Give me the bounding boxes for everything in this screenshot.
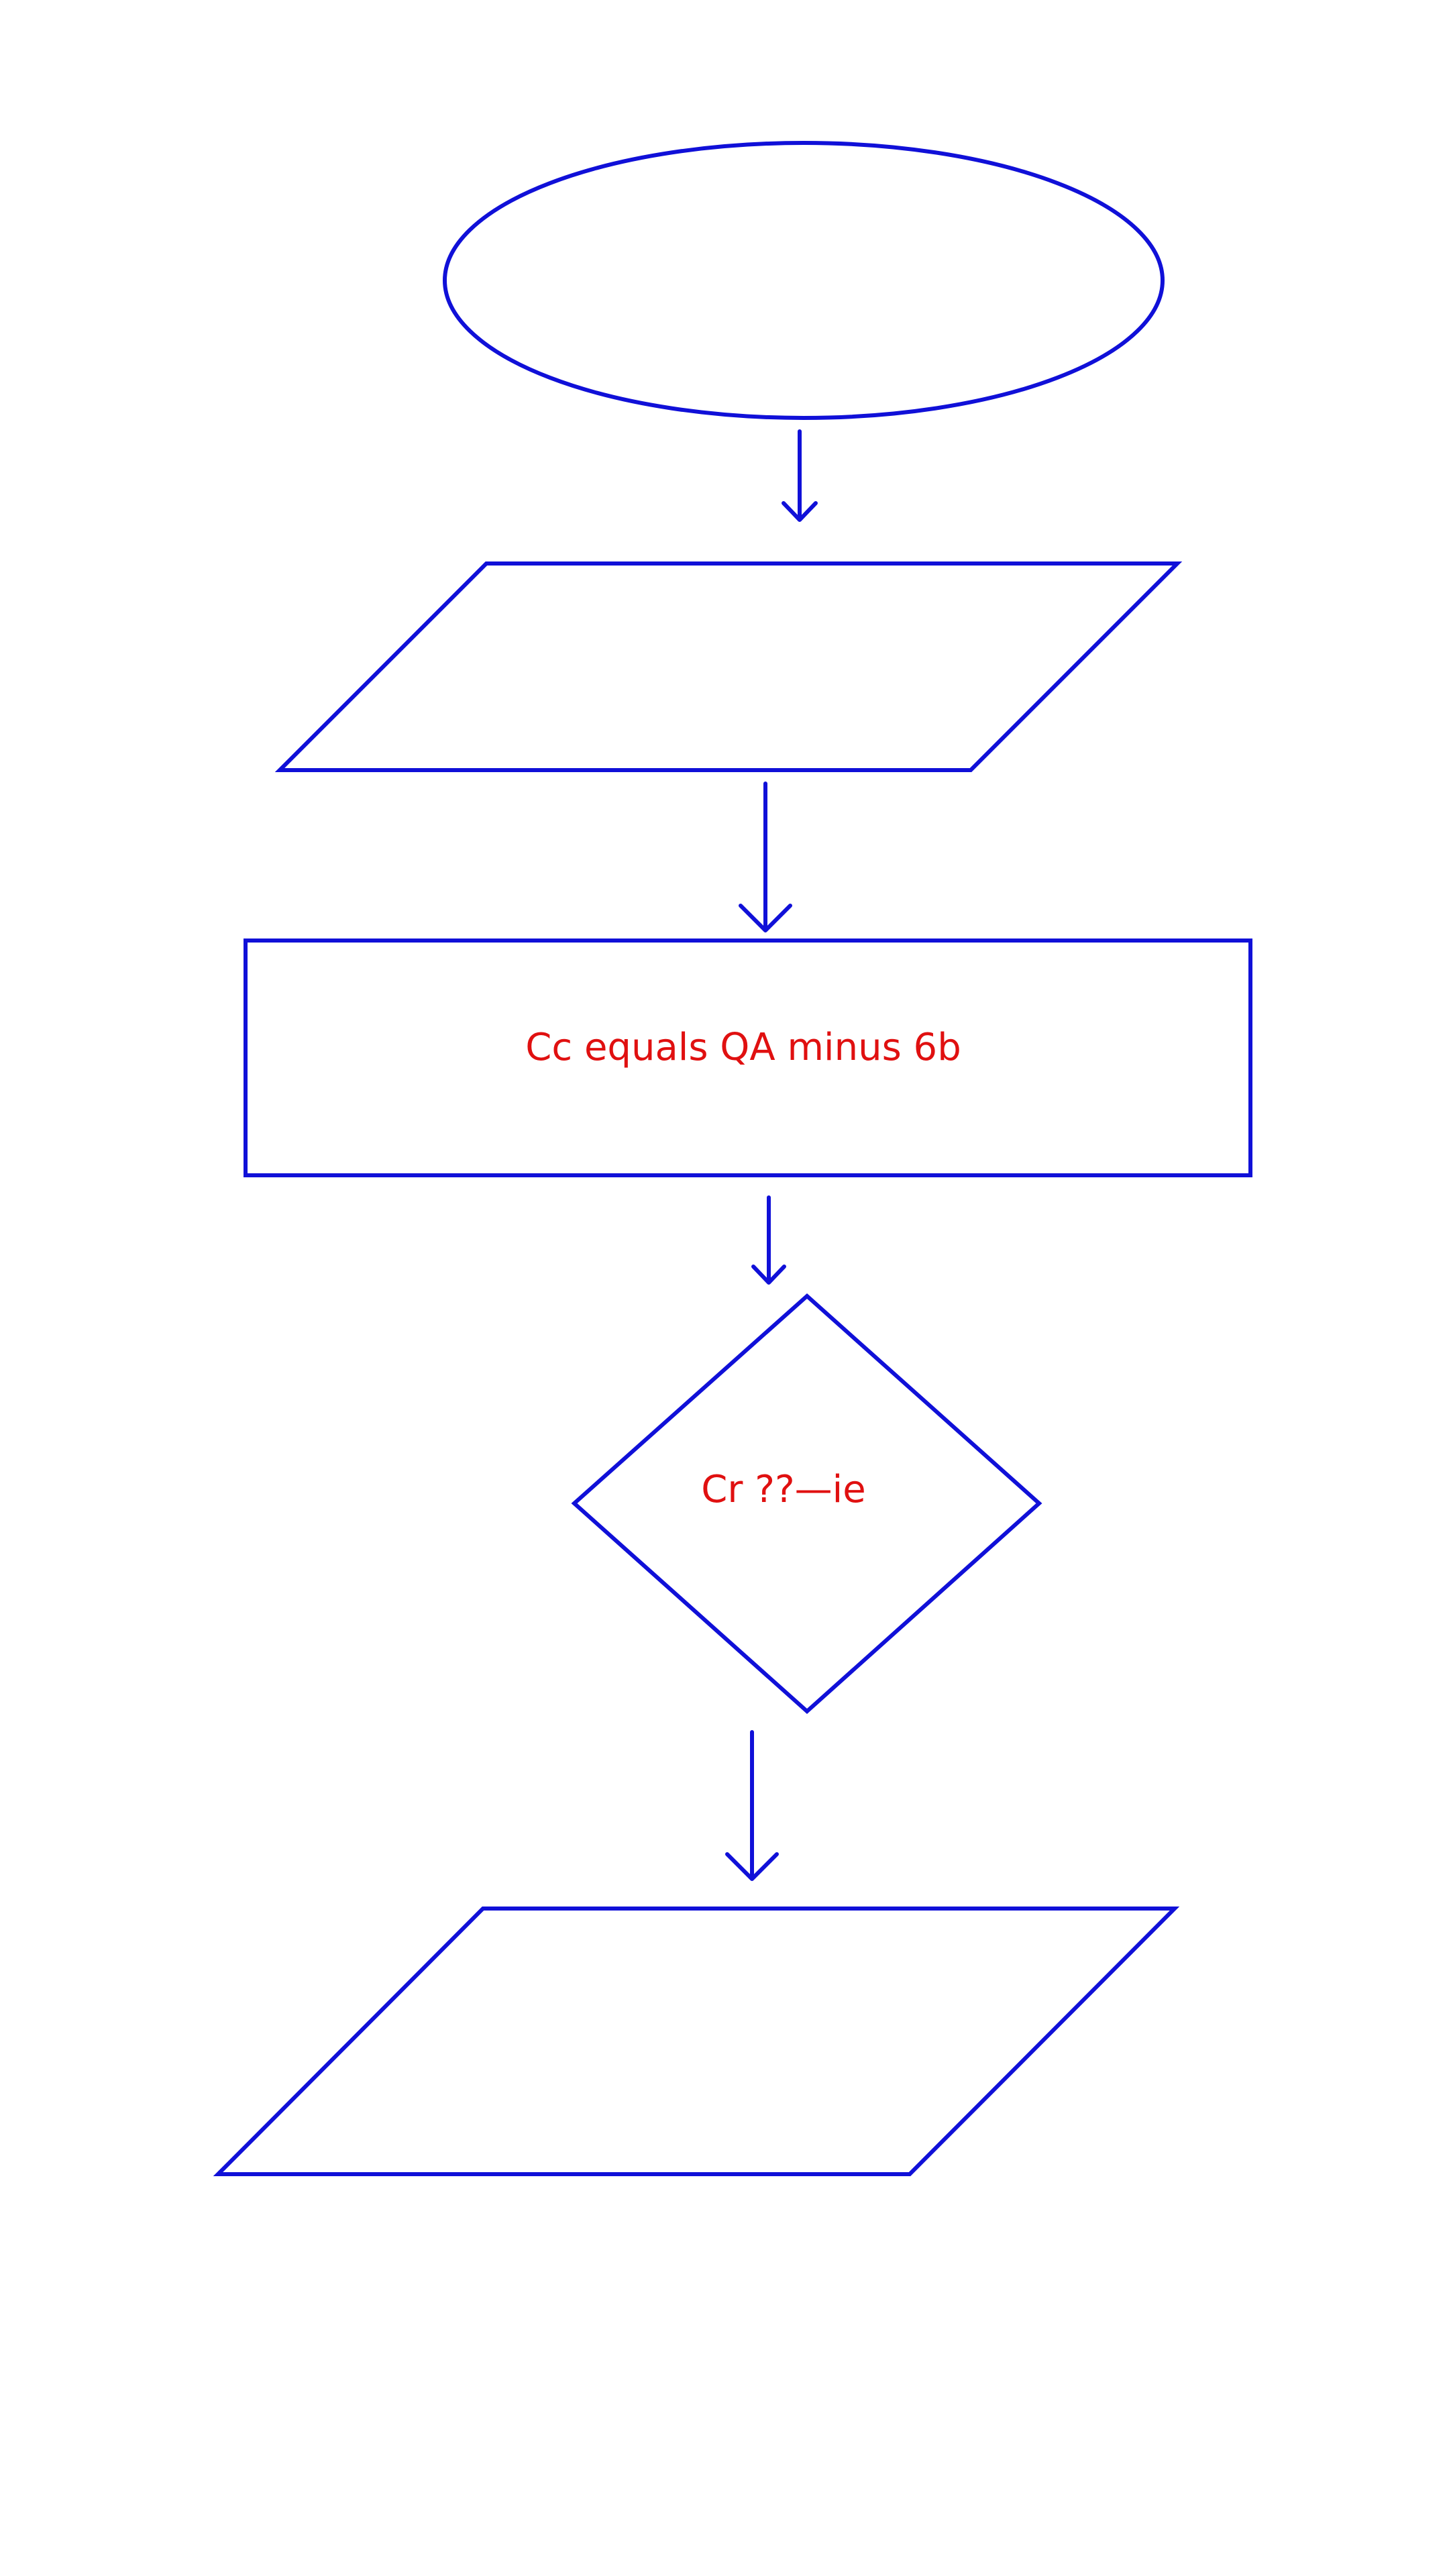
connector-arrow-decision-to-output [725,1730,779,1881]
decision-diamond-node[interactable] [571,1293,1042,1715]
connector-arrow-start-to-input [782,429,818,522]
start-terminator-node[interactable] [443,141,1165,420]
connector-arrow-process-to-decision [751,1195,786,1285]
decision-node-label: Cr ??—ie [701,1468,865,1511]
connector-arrow-input-to-process [739,782,792,932]
process-node-label: Cc equals QA minus 6b [525,1026,961,1069]
input-parallelogram-node[interactable] [274,561,1183,772]
output-parallelogram-node[interactable] [213,1907,1180,2176]
process-rectangle-node[interactable] [244,938,1252,1177]
